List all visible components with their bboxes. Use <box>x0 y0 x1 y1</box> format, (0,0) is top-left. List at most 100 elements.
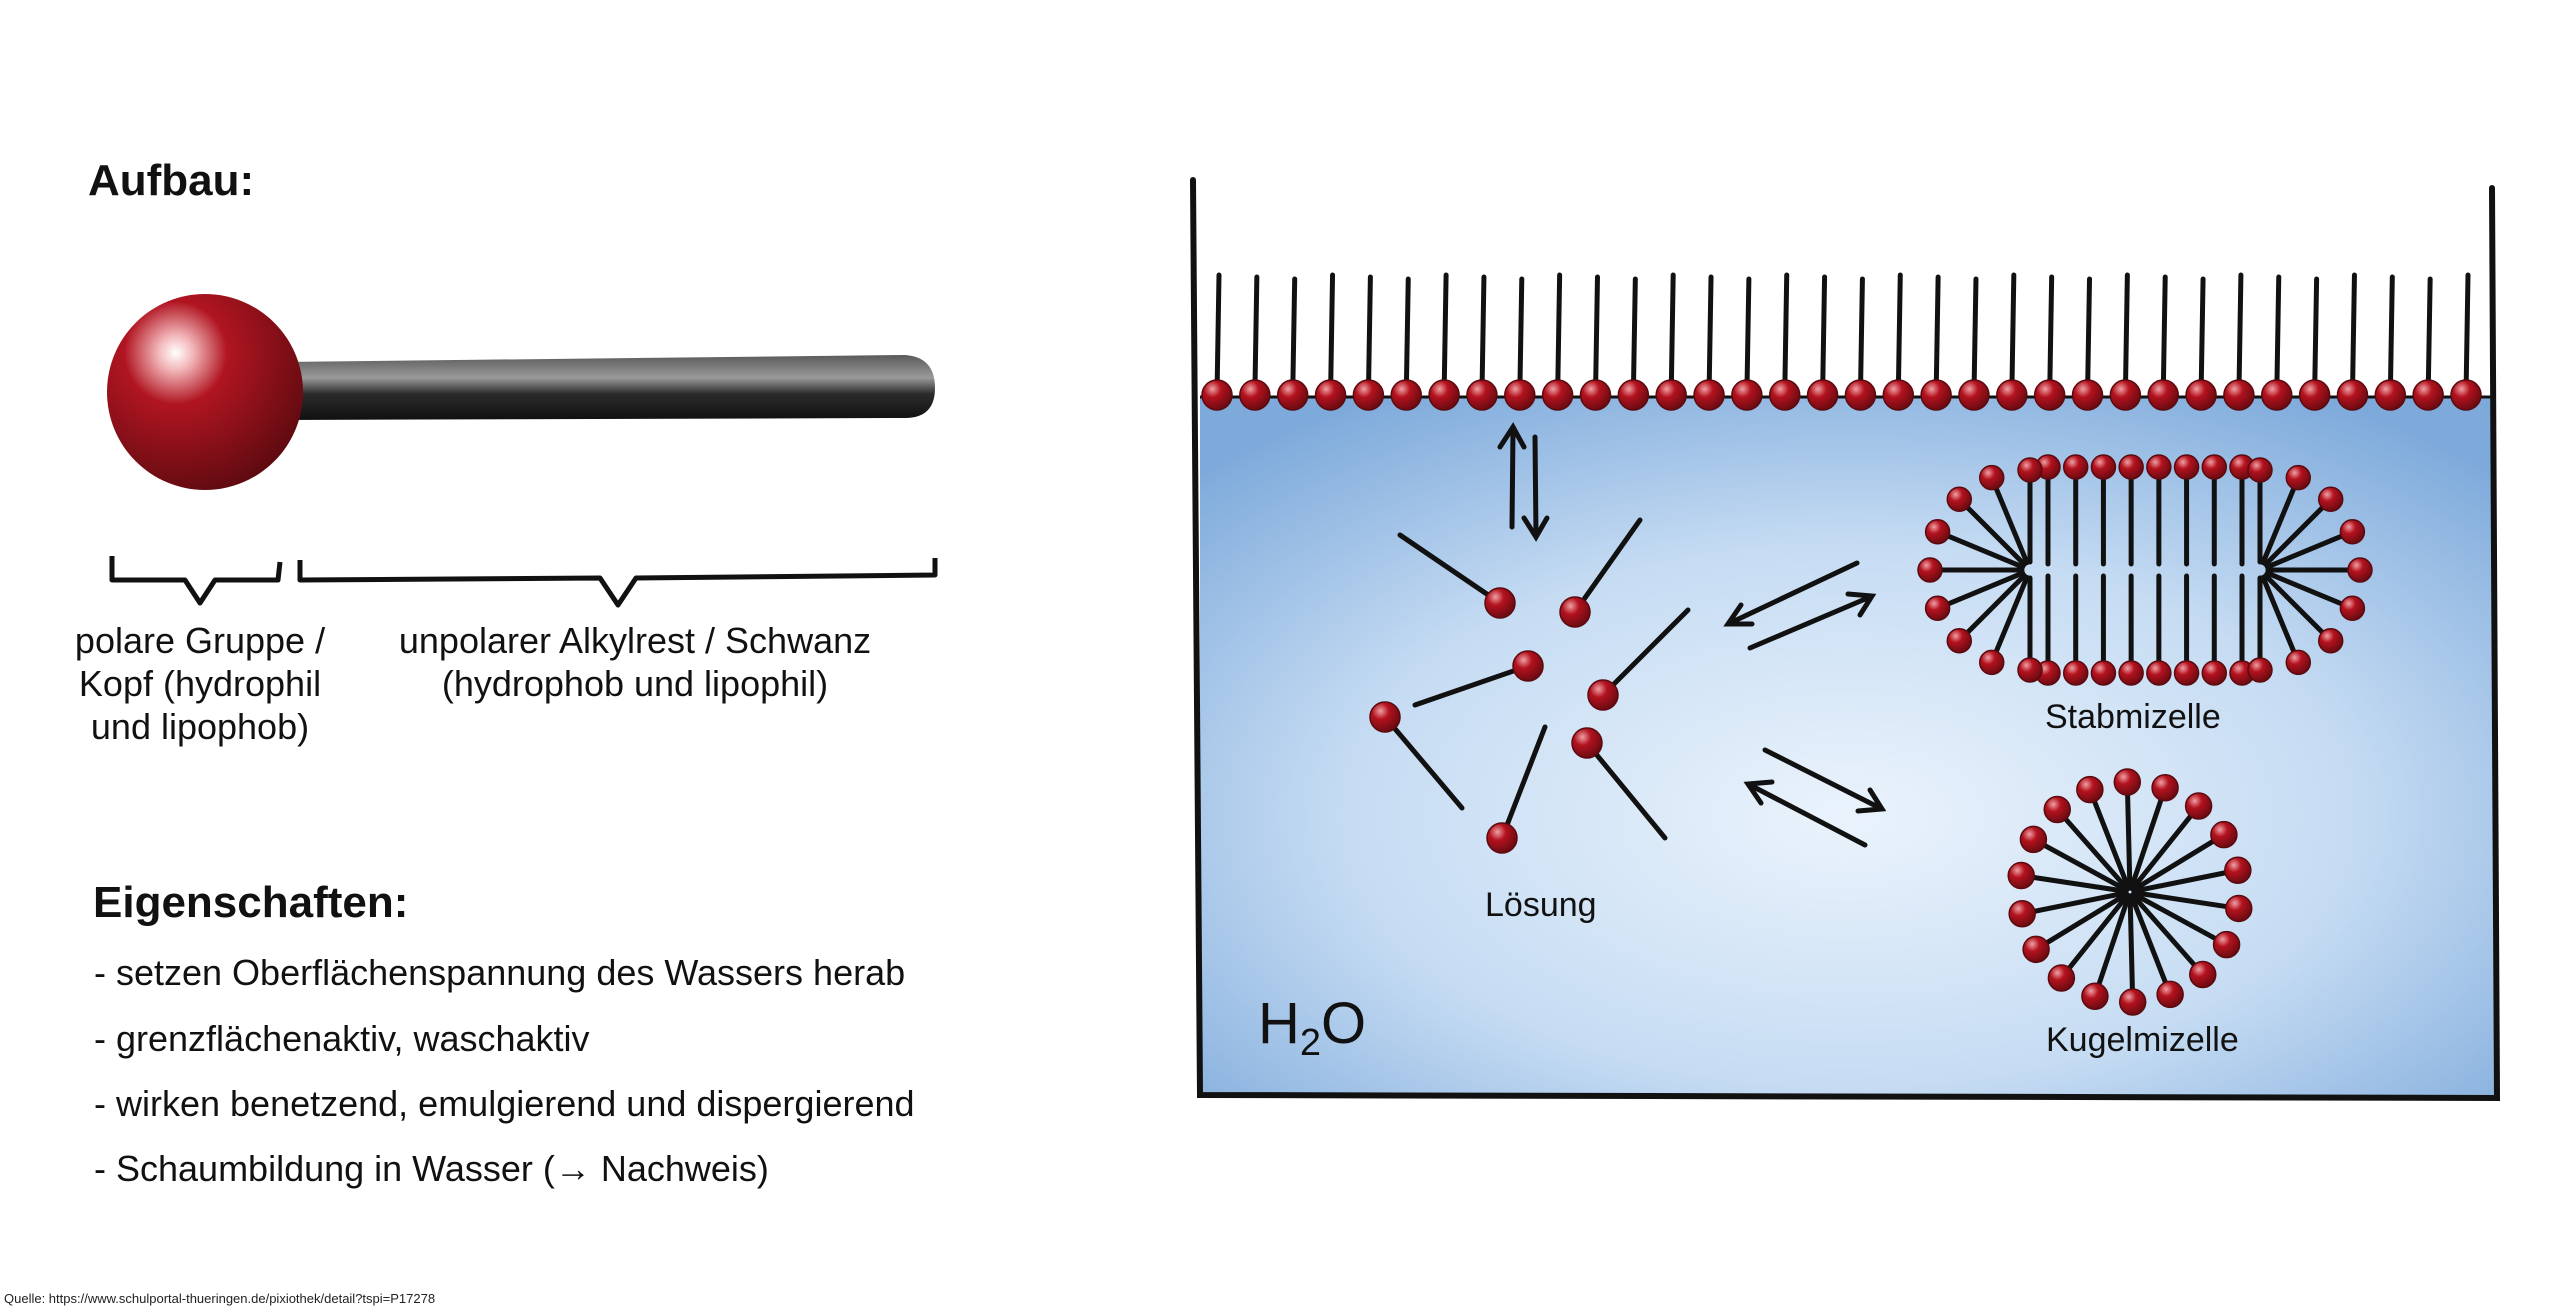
surfactant <box>1882 272 1915 411</box>
surfactant <box>1920 274 1952 411</box>
water-label-o: O <box>1321 991 1367 1056</box>
surfactant <box>2033 274 2066 411</box>
surfactant <box>2118 893 2147 1016</box>
surfactant <box>1559 517 1643 628</box>
surfactant <box>1996 272 2028 411</box>
surfactant <box>2062 573 2089 686</box>
surfactant <box>2263 486 2344 567</box>
surfactant <box>1617 276 1650 411</box>
sphere-micelle-label: Kugelmizelle <box>2046 1021 2239 1059</box>
surfactant <box>2022 891 2130 964</box>
rod-micelle <box>1917 454 2373 686</box>
surfactant <box>1946 486 2027 567</box>
surfactant <box>2008 890 2129 928</box>
surfactant <box>1731 276 1763 411</box>
beaker-outline <box>1190 177 2501 1102</box>
molecule-head <box>107 294 303 490</box>
surfactant <box>1571 727 1668 841</box>
surfactant <box>1655 272 1687 411</box>
surfactant <box>1276 276 1309 411</box>
surfactant <box>2017 575 2043 683</box>
surfactant <box>1978 574 2030 676</box>
surfactant <box>2113 768 2142 891</box>
surfactant <box>2201 573 2228 686</box>
properties-heading: Eigenschaften: <box>93 878 409 927</box>
water-body <box>1200 397 2496 1095</box>
surfactant <box>2129 792 2213 892</box>
property-item: - Schaumbildung in Wasser (→ Nachweis) <box>94 1148 769 1189</box>
surfactant <box>2223 272 2255 411</box>
rod-micelle-label: Stabmizelle <box>2045 698 2221 736</box>
surfactant <box>1924 570 2026 622</box>
water-label: H2O <box>1258 990 1366 1065</box>
surfactant <box>1390 276 1422 411</box>
surfactant <box>2450 272 2482 411</box>
surfactant <box>1369 701 1465 811</box>
surfactant <box>2090 573 2117 686</box>
head-label: polare Gruppe / Kopf (hydrophil und lipo… <box>74 620 326 747</box>
surfactant <box>2090 454 2117 567</box>
surfactant <box>2185 276 2217 411</box>
surfactant <box>2109 272 2142 411</box>
free-surfactants <box>1369 517 1691 854</box>
solution-label: Lösung <box>1485 886 1597 924</box>
surfactant <box>2298 276 2331 411</box>
surfactant <box>2081 893 2132 1011</box>
surfactant <box>2201 454 2228 567</box>
surface-monolayer <box>1201 272 2482 411</box>
molecule-tail <box>280 355 935 420</box>
surfactant <box>2131 891 2241 959</box>
surfactant <box>1579 274 1612 411</box>
surfactant <box>2147 274 2179 411</box>
surfactant <box>2247 575 2273 683</box>
equilibrium-arrows <box>1497 422 1887 848</box>
surfactant-molecule <box>107 294 938 608</box>
surfactant <box>2260 464 2312 566</box>
surfactant <box>2336 272 2369 411</box>
surfactant <box>1428 272 1460 411</box>
surfactant <box>2062 454 2089 567</box>
surfactant <box>2017 457 2043 565</box>
surfactant <box>1924 518 2026 570</box>
surfactant <box>2263 573 2344 654</box>
surfactant <box>2261 274 2293 411</box>
property-item: - setzen Oberflächenspannung des Wassers… <box>94 952 906 993</box>
tail-label-line1: unpolarer Alkylrest / Schwanz <box>398 620 872 661</box>
surfactant <box>2043 795 2130 892</box>
surfactant <box>1946 573 2027 654</box>
surfactant <box>1978 464 2030 566</box>
surfactant <box>2264 518 2366 570</box>
property-item: - grenzflächenaktiv, waschaktiv <box>94 1018 590 1059</box>
surfactant <box>2374 274 2407 411</box>
surfactant <box>1412 650 1544 708</box>
surfactant <box>1352 274 1385 411</box>
surfactant <box>2260 574 2312 676</box>
surfactant <box>1844 276 1877 411</box>
surfactant <box>2173 454 2200 567</box>
surfactant <box>2007 861 2129 894</box>
surfactant <box>2173 573 2200 686</box>
surfactant <box>2146 573 2172 686</box>
surfactant <box>2412 276 2444 411</box>
surfactant <box>2076 775 2132 891</box>
surfactant <box>1806 274 1839 411</box>
surfactant <box>2130 820 2238 893</box>
surfactant <box>2047 892 2131 992</box>
surfactant <box>1314 272 1347 411</box>
surfactant <box>2247 457 2273 565</box>
surfactant <box>1486 724 1548 854</box>
surfactant <box>1239 274 1271 411</box>
surfactant <box>2128 893 2184 1009</box>
surfactant <box>1397 532 1516 619</box>
tail-brace <box>297 558 938 608</box>
water-label-h: H <box>1258 991 1300 1056</box>
surfactant <box>2019 825 2129 893</box>
surfactant <box>1587 607 1691 711</box>
surfactant <box>2118 573 2144 686</box>
surfactant <box>2265 557 2373 583</box>
source-note: Quelle: https://www.schulportal-thuering… <box>4 1291 436 1306</box>
surfactant <box>2118 454 2144 567</box>
surfactant <box>2128 773 2179 891</box>
surfactant <box>1693 274 1725 411</box>
